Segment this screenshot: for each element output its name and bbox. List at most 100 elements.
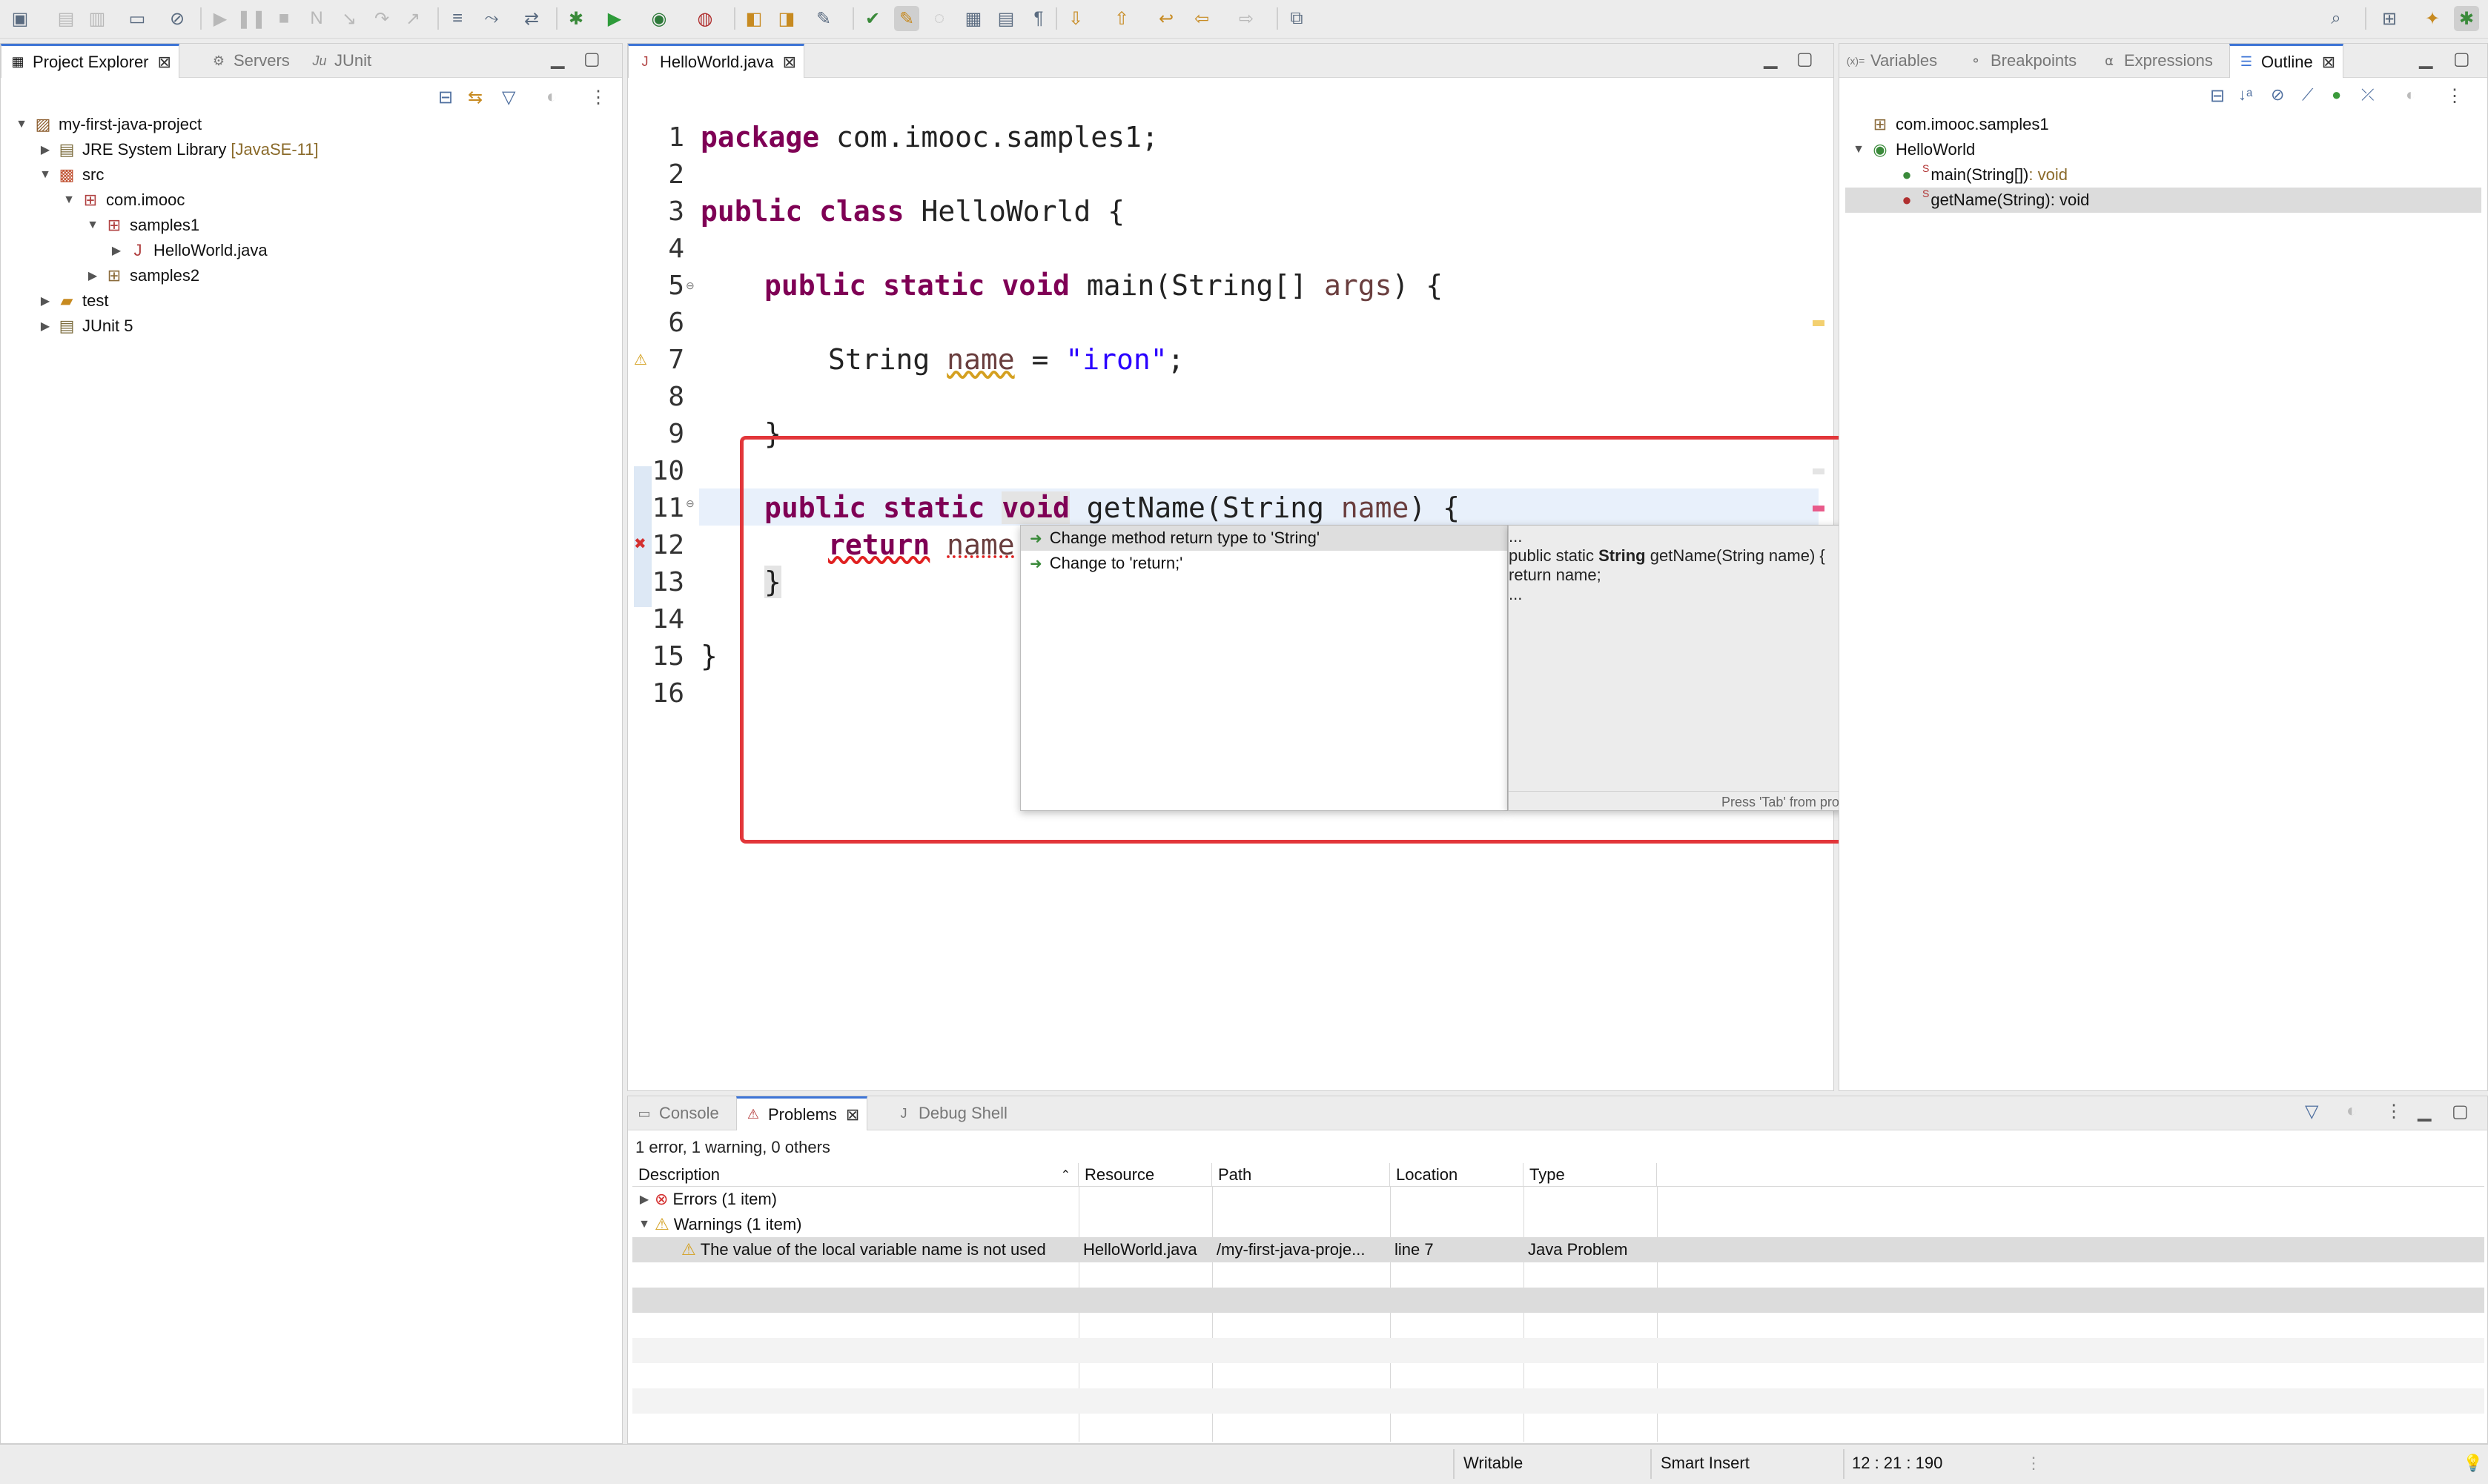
code-line-15[interactable]: } (701, 640, 718, 672)
external-tools-icon[interactable]: ◍ (697, 8, 713, 29)
tree-item-samples2[interactable]: ▶ ⊞ samples2 (85, 263, 199, 288)
view-menu-icon[interactable]: ⋮ (2446, 86, 2464, 106)
column-type[interactable]: Type (1523, 1163, 1657, 1187)
minimize-icon[interactable]: ▁ (2419, 49, 2433, 69)
focus-icon[interactable]: ◐ (546, 87, 558, 107)
tab-project-explorer[interactable]: ▦ Project Explorer ⊠ (1, 44, 179, 78)
outline-item-getname[interactable]: ● S getName(String) : void (1896, 188, 2089, 213)
code-line-5[interactable]: public static void main(String[] args) { (764, 269, 1443, 302)
tree-item-samples1[interactable]: ▼ ⊞ samples1 (85, 213, 199, 238)
tab-expressions[interactable]: ⍺ Expressions (2093, 44, 2220, 78)
chevron-right-icon[interactable]: ▶ (40, 320, 50, 333)
terminate-icon[interactable]: ■ (278, 8, 290, 28)
focus-icon[interactable]: ◐ (2346, 1101, 2358, 1121)
close-icon[interactable]: ⊠ (782, 52, 797, 71)
hide-local-types-icon[interactable]: ⤫ (2361, 85, 2375, 104)
proposal-change-to-return[interactable]: ➜ Change to 'return;' (1030, 554, 1183, 572)
error-marker-icon[interactable]: ✖ (634, 536, 646, 552)
chevron-down-icon[interactable]: ▼ (1853, 143, 1865, 156)
view-menu-icon[interactable]: ⋮ (2385, 1102, 2403, 1122)
run-icon[interactable]: ▶ (607, 8, 622, 29)
tab-breakpoints[interactable]: ⚬ Breakpoints (1959, 44, 2084, 78)
column-path[interactable]: Path (1212, 1163, 1390, 1187)
chevron-right-icon[interactable]: ▶ (87, 270, 98, 282)
tab-console[interactable]: ▭ Console (628, 1096, 727, 1130)
tab-junit[interactable]: Ju JUnit (303, 44, 379, 78)
debug-perspective-icon[interactable]: ✱ (2454, 6, 2479, 31)
chevron-down-icon[interactable]: ▼ (16, 118, 27, 130)
sort-icon[interactable]: ↓ᵃ (2238, 85, 2253, 104)
tip-lightbulb-icon[interactable]: 💡 (2463, 1454, 2484, 1472)
code-line-11[interactable]: public static void getName(String name) … (764, 491, 1460, 524)
minimize-icon[interactable]: ▁ (1764, 49, 1778, 69)
toggle-breadcrumb-icon[interactable]: ◌ (933, 8, 945, 28)
collapse-all-icon[interactable]: ⊟ (438, 87, 454, 107)
step-over-icon[interactable]: ↷ (374, 8, 390, 29)
close-icon[interactable]: ⊠ (2321, 52, 2336, 71)
maximize-icon[interactable]: ▢ (2452, 1102, 2469, 1122)
code-line-13[interactable]: } (764, 566, 781, 598)
maximize-icon[interactable]: ▢ (2453, 49, 2470, 69)
pin-editor-icon[interactable]: ⧉ (1290, 8, 1303, 28)
tab-outline[interactable]: ☰ Outline ⊠ (2229, 44, 2344, 78)
hide-static-icon[interactable]: ⟋ (2302, 85, 2314, 104)
open-type-icon[interactable]: ◧ (745, 8, 763, 29)
maximize-icon[interactable]: ▢ (583, 49, 601, 69)
filter-icon[interactable]: ▽ (502, 87, 516, 107)
search-toolbar-icon[interactable]: ✎ (815, 8, 832, 29)
terminal-icon[interactable]: ▭ (128, 8, 146, 29)
toggle-block-icon[interactable]: ▦ (965, 8, 982, 29)
tree-item-jre[interactable]: ▶ ▤ JRE System Library [JavaSE-11] (38, 137, 319, 162)
minimize-icon[interactable]: ▁ (2418, 1102, 2432, 1122)
search-icon[interactable]: ⌕ (2331, 8, 2341, 28)
hide-non-public-icon[interactable]: ● (2332, 85, 2342, 104)
warning-overview-mark[interactable] (1813, 320, 1824, 326)
table-row[interactable]: ▼ ⚠ Warnings (1 item) (632, 1212, 2484, 1237)
back-icon[interactable]: ⇦ (1194, 8, 1210, 29)
minimize-icon[interactable]: ▁ (551, 49, 565, 69)
last-edit-icon[interactable]: ↩ (1158, 8, 1174, 29)
occurrence-overview-mark[interactable] (1813, 468, 1824, 474)
tab-servers[interactable]: ⚙ Servers (202, 44, 297, 78)
debug-icon[interactable]: ✱ (568, 8, 584, 29)
save-icon[interactable]: ▤ (57, 8, 75, 29)
step-return-icon[interactable]: ↗ (405, 8, 421, 29)
coverage-icon[interactable]: ◉ (651, 8, 667, 29)
use-step-filters-icon[interactable]: ⤳ (484, 8, 499, 28)
hide-fields-icon[interactable]: ⊘ (2271, 85, 2285, 104)
previous-annotation-icon[interactable]: ⇧ (1114, 8, 1130, 29)
outline-item-class[interactable]: ▼ ◉ HelloWorld (1851, 137, 1975, 162)
filter-icon[interactable]: ▽ (2305, 1102, 2319, 1122)
warning-marker-icon[interactable]: ⚠ (634, 352, 647, 368)
close-icon[interactable]: ⊠ (845, 1104, 860, 1124)
tab-helloworld-java[interactable]: J HelloWorld.java ⊠ (628, 44, 805, 78)
forward-icon[interactable]: ⇨ (1238, 8, 1254, 29)
show-whitespace-icon[interactable]: ¶ (1033, 8, 1044, 28)
code-line-9[interactable]: } (764, 417, 781, 450)
next-annotation-icon[interactable]: ▤ (997, 8, 1015, 29)
outline-item-package[interactable]: ⊞ com.imooc.samples1 (1869, 112, 2049, 137)
tree-item-junit5[interactable]: ▶ ▤ JUnit 5 (38, 314, 133, 339)
chevron-right-icon[interactable]: ▶ (40, 295, 50, 308)
fold-collapse-icon[interactable]: ⊖ (686, 279, 695, 291)
table-row[interactable]: ⚠ The value of the local variable name i… (632, 1237, 2484, 1262)
column-location[interactable]: Location (1390, 1163, 1523, 1187)
code-line-1[interactable]: package com.imooc.samples1; (701, 121, 1159, 153)
disconnect-icon[interactable]: N (310, 8, 323, 28)
table-row[interactable]: ▶ ⊗ Errors (1 item) (632, 1187, 2484, 1212)
next-annotation-down-icon[interactable]: ⇩ (1068, 8, 1084, 29)
collapse-all-icon[interactable]: ⊟ (2210, 86, 2226, 106)
suspend-icon[interactable]: ❚❚ (236, 8, 267, 29)
save-all-icon[interactable]: ▥ (88, 8, 106, 29)
chevron-right-icon[interactable]: ▶ (40, 144, 50, 156)
column-description[interactable]: Description⌃ (632, 1163, 1079, 1187)
maximize-icon[interactable]: ▢ (1796, 49, 1813, 69)
status-menu-icon[interactable]: ⋮ (2025, 1454, 2042, 1472)
proposal-change-return-type[interactable]: ➜ Change method return type to 'String' (1021, 526, 1507, 551)
link-with-editor-icon[interactable]: ⇆ (468, 87, 483, 107)
tree-item-project[interactable]: ▼ ▨ my-first-java-project (14, 112, 202, 137)
close-icon[interactable]: ⊠ (157, 52, 171, 71)
code-line-7[interactable]: String name = "iron"; (828, 343, 1185, 376)
code-line-3[interactable]: public class HelloWorld { (701, 195, 1125, 228)
error-overview-mark[interactable] (1813, 506, 1824, 511)
